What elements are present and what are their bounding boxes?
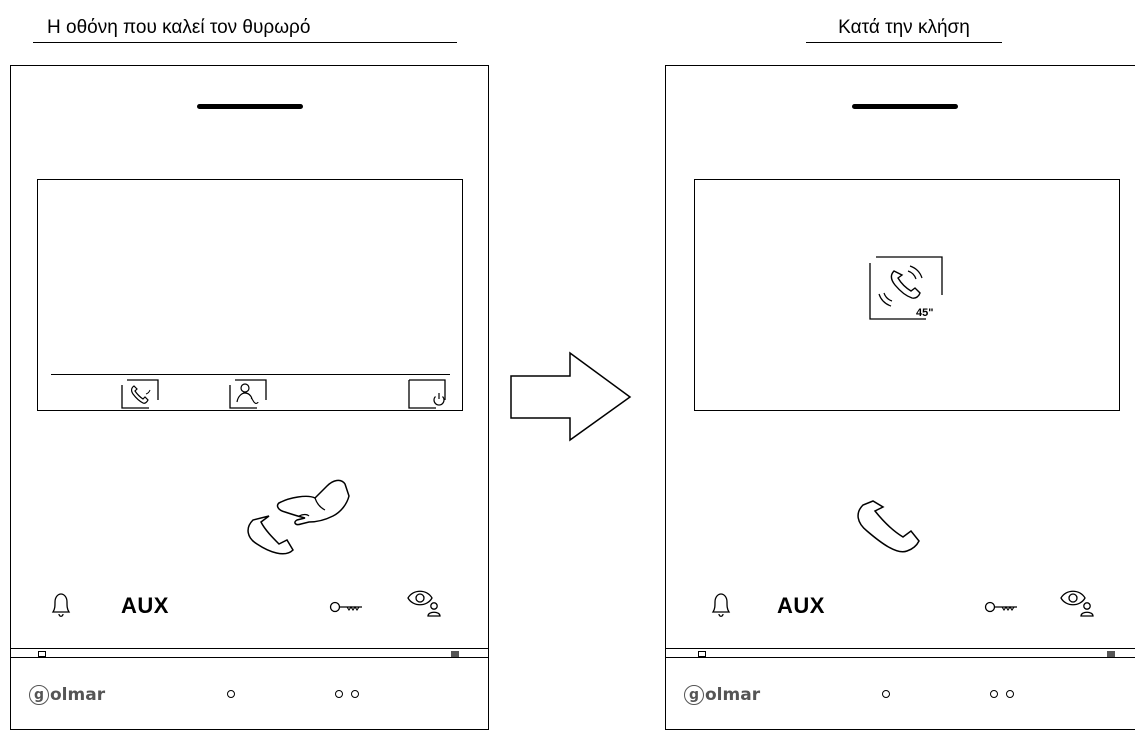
- status-led-right: [451, 651, 459, 657]
- light-hole-1: [990, 690, 998, 698]
- call-button[interactable]: [851, 500, 931, 561]
- base-divider-bottom: [11, 657, 488, 658]
- handset-call-icon[interactable]: [121, 379, 159, 409]
- calling-handset-icon: 45": [869, 256, 943, 320]
- brand-logo-mark: g: [684, 685, 704, 705]
- key-icon[interactable]: [984, 600, 1018, 614]
- light-hole-1: [335, 690, 343, 698]
- speaker-slot: [197, 104, 303, 109]
- base-divider-top: [666, 648, 1135, 649]
- standby-power-icon[interactable]: [408, 379, 446, 409]
- bell-icon[interactable]: [710, 592, 732, 618]
- right-caption: Κατά την κλήση: [806, 17, 1002, 43]
- pressing-hand-icon: [276, 479, 350, 526]
- aux-button[interactable]: AUX: [777, 593, 825, 618]
- left-caption: Η οθόνη που καλεί τον θυρωρό: [33, 17, 457, 43]
- base-divider-bottom: [666, 657, 1135, 658]
- status-led-left: [698, 651, 706, 657]
- light-hole-2: [351, 690, 359, 698]
- aux-button[interactable]: AUX: [121, 593, 169, 618]
- microphone-hole: [227, 690, 235, 698]
- brand-logo-mark: g: [29, 685, 49, 705]
- brand-logo-text: olmar: [705, 685, 761, 705]
- eye-person-icon[interactable]: [406, 586, 442, 618]
- left-caption-text: Η οθόνη που καλεί τον θυρωρό: [47, 17, 311, 38]
- monitor-screen: 45": [694, 179, 1120, 411]
- status-led-right: [1107, 651, 1115, 657]
- status-led-left: [38, 651, 46, 657]
- eye-person-icon[interactable]: [1059, 586, 1095, 618]
- call-button[interactable]: [241, 464, 361, 560]
- base-divider-top: [11, 648, 488, 649]
- speaker-slot: [852, 104, 958, 109]
- call-timer: 45": [916, 307, 933, 319]
- key-icon[interactable]: [329, 600, 363, 614]
- brand-logo-text: olmar: [50, 685, 106, 705]
- light-hole-2: [1006, 690, 1014, 698]
- menu-divider: [51, 374, 450, 375]
- monitor-screen: [37, 179, 463, 411]
- microphone-hole: [882, 690, 890, 698]
- concierge-call-icon[interactable]: [229, 379, 267, 409]
- bell-icon[interactable]: [50, 592, 72, 618]
- right-arrow-icon: [510, 351, 632, 442]
